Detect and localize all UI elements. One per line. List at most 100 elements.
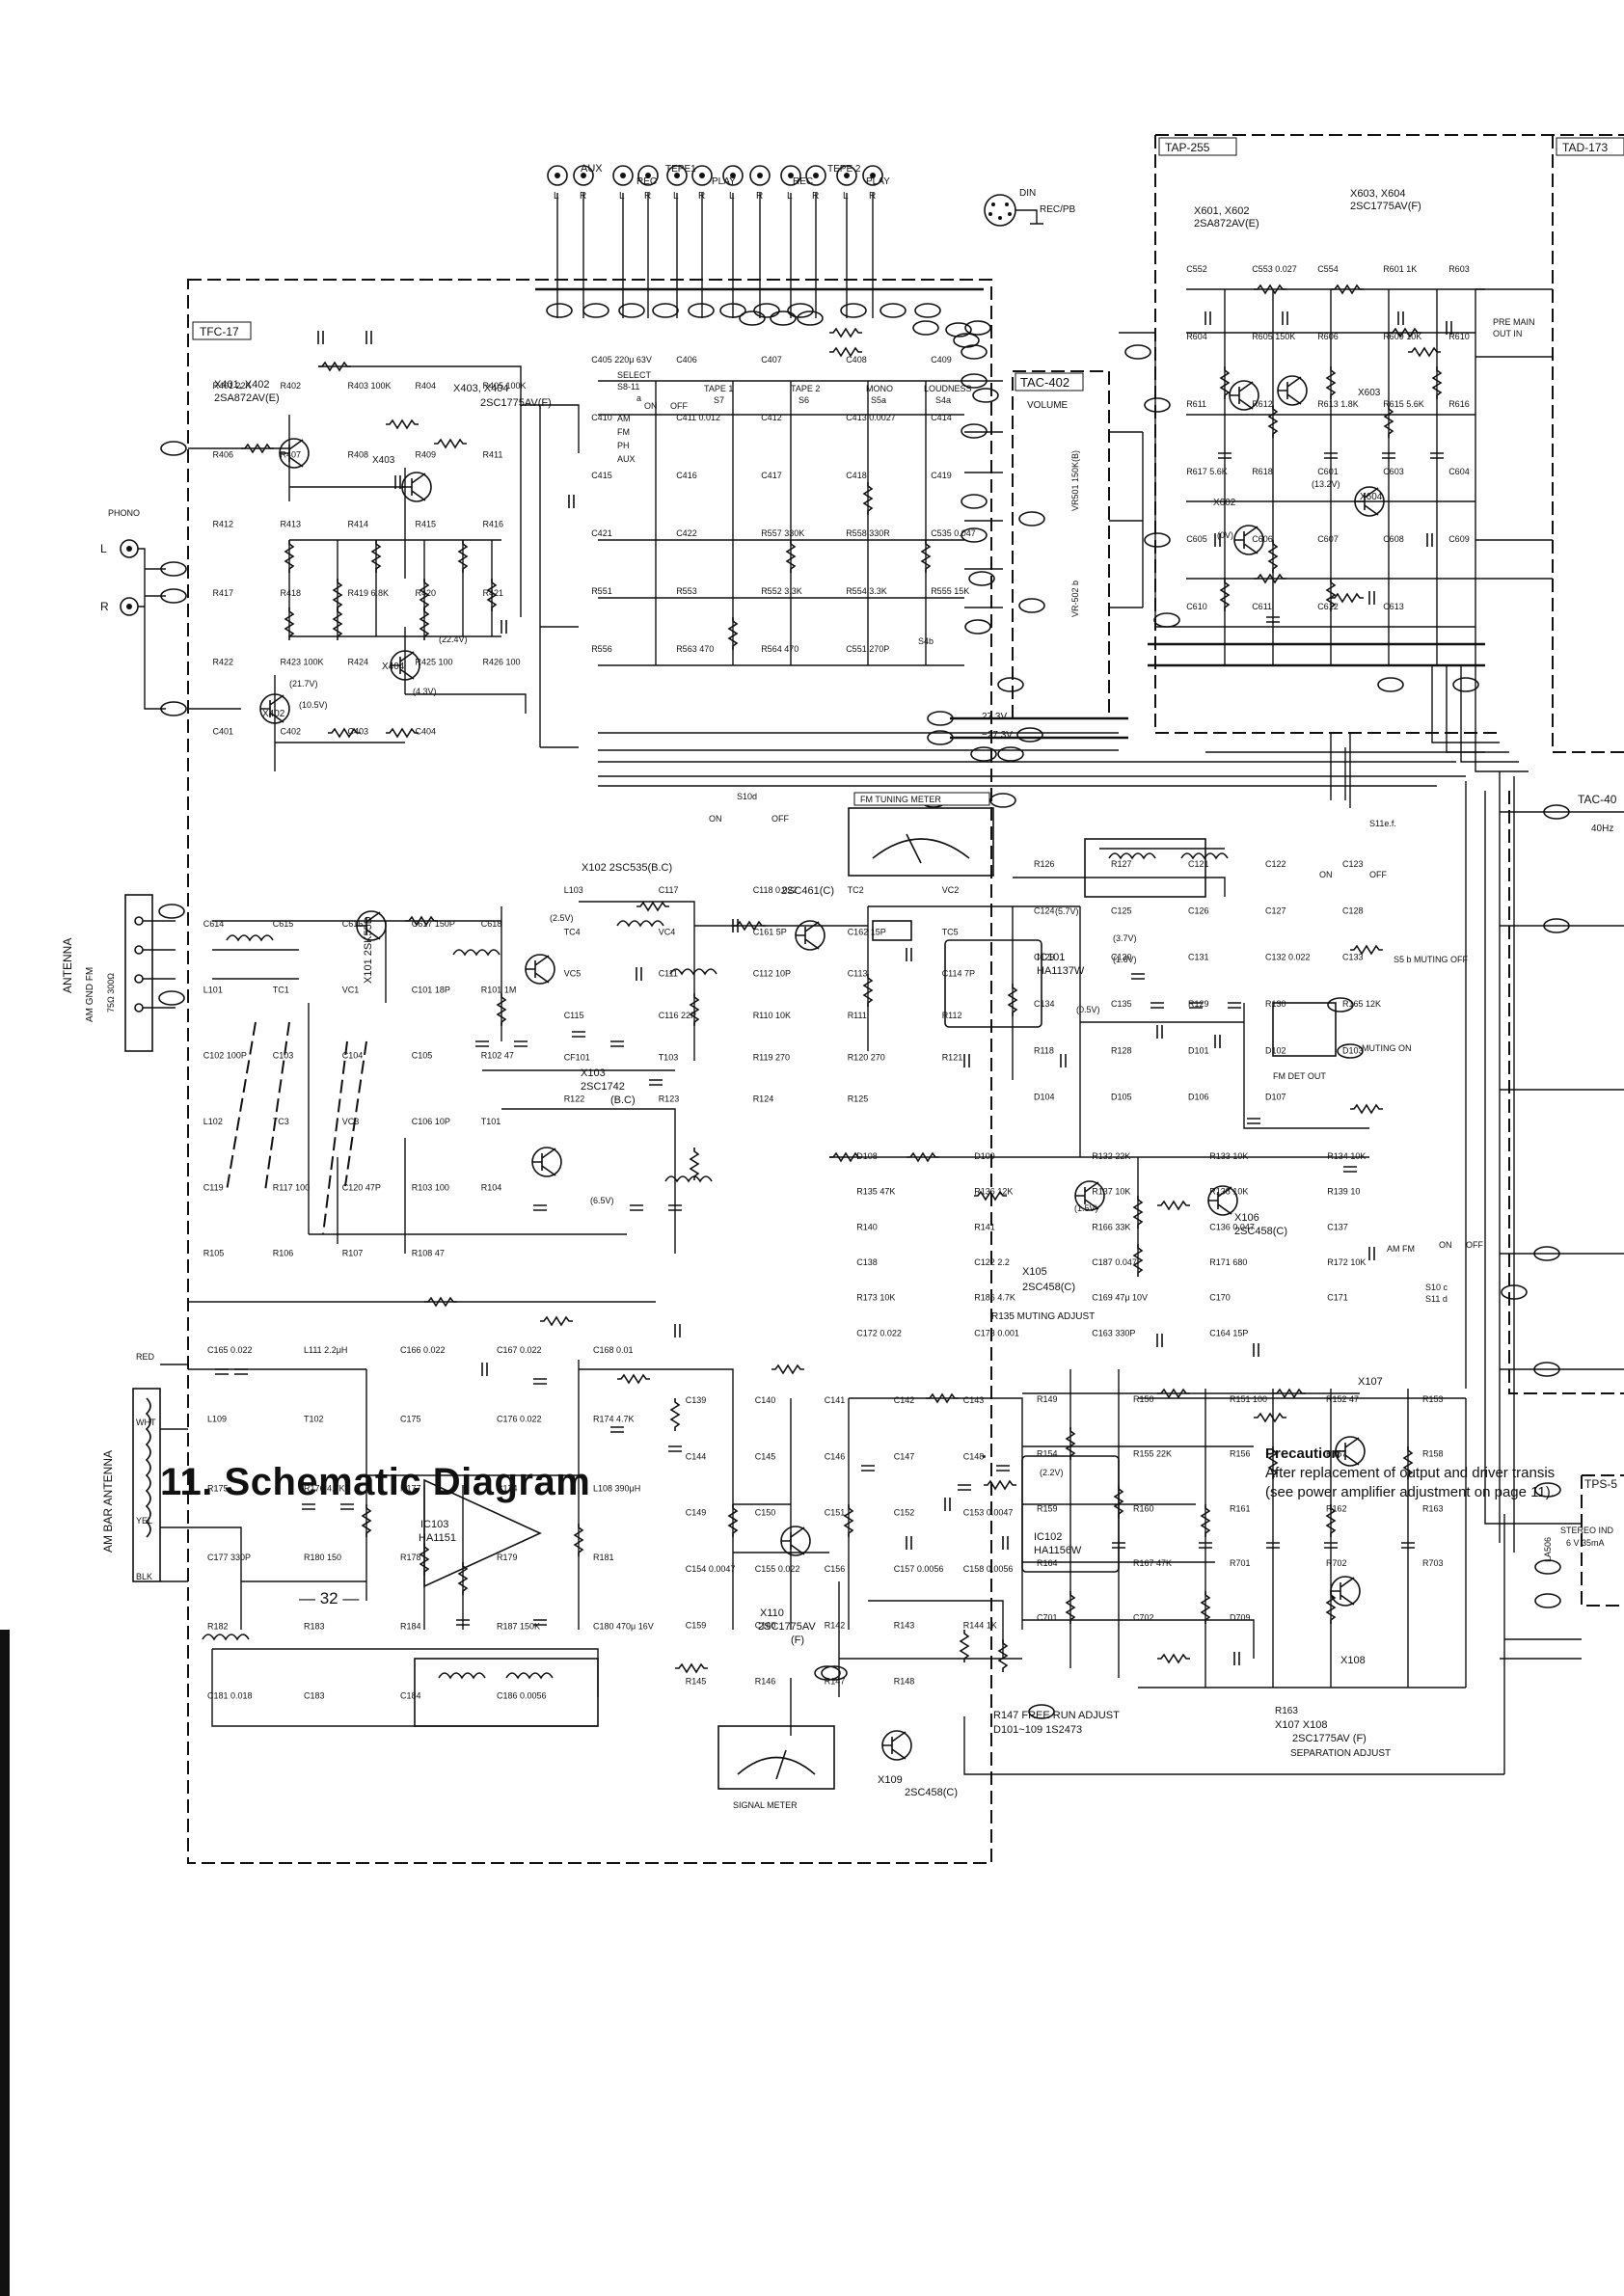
- am-fm-label: AM FM: [1387, 1244, 1415, 1254]
- jack-lr-label: L: [619, 191, 625, 202]
- part-ref-label: C416: [676, 471, 697, 480]
- part-ref-label: C402: [281, 726, 302, 736]
- connector-tag: [1501, 1284, 1528, 1300]
- x404-tag: X404: [382, 662, 405, 672]
- adjustment-labels: R135 MUTING ADJUST R147 FREE RUN ADJUST …: [991, 1311, 1391, 1759]
- part-ref-label: C702: [1133, 1613, 1154, 1623]
- part-ref-label: C414: [931, 413, 952, 422]
- part-ref-label: C103: [273, 1051, 294, 1061]
- part-ref-label: R409: [416, 450, 437, 460]
- part-ref-label: C605: [1186, 534, 1207, 544]
- connector-tag: [652, 303, 679, 318]
- stereo-ind-label: STEREO IND: [1560, 1526, 1614, 1535]
- voltage-tag: (0V): [1217, 530, 1233, 540]
- part-ref-label: C124: [1034, 905, 1055, 915]
- capacitor-symbol: [533, 1619, 547, 1626]
- rca-jack-pin: [674, 173, 680, 178]
- resistor-symbol: [829, 327, 862, 338]
- part-ref-label: R554 3.3K: [846, 586, 887, 596]
- part-ref-label: C119: [203, 1182, 224, 1192]
- capacitor-symbol: [1253, 1343, 1259, 1357]
- part-ref-label: R702: [1326, 1558, 1347, 1568]
- part-ref-label: C415: [591, 471, 612, 480]
- part-ref-label: R108 47: [412, 1249, 445, 1258]
- x403-type: 2SC1775AV(F): [480, 397, 552, 409]
- resistor-symbol: [785, 540, 797, 573]
- connector-tag: [989, 793, 1016, 808]
- capacitor-symbol: [481, 1363, 488, 1376]
- part-ref-label: T101: [481, 1117, 501, 1126]
- part-ref-label: R150: [1133, 1394, 1154, 1404]
- part-ref-label: C418: [846, 471, 867, 480]
- precaution-line1: After replacement of output and driver t…: [1265, 1465, 1556, 1481]
- muting-on-label: MUTING ON: [1362, 1043, 1412, 1053]
- rca-jack-pin: [844, 173, 850, 178]
- part-ref-label: C616: [342, 919, 364, 929]
- part-ref-label: R156: [1230, 1449, 1251, 1459]
- part-ref-label: C127: [1265, 905, 1286, 915]
- part-ref-label: R612: [1252, 399, 1273, 409]
- resistor-symbol: [1157, 1653, 1190, 1664]
- part-ref-label: R101 1M: [481, 985, 517, 994]
- part-ref-label: C181 0.018: [207, 1690, 253, 1700]
- part-ref-label: R175: [207, 1483, 229, 1493]
- resistor-symbol: [843, 1504, 854, 1537]
- connector-tag: [1018, 598, 1045, 613]
- part-ref-label: C177 330P: [207, 1553, 251, 1562]
- connector-tag: [618, 303, 645, 318]
- connector-tag: [719, 303, 746, 318]
- resistor-symbol: [1113, 1485, 1124, 1518]
- resistor-symbol: [1325, 579, 1337, 611]
- part-ref-label: C152: [894, 1508, 915, 1518]
- part-ref-label: C607: [1317, 534, 1339, 544]
- resistor-symbol: [636, 901, 669, 912]
- part-ref-label: R403 100K: [348, 381, 392, 391]
- connector-tag: [1543, 918, 1570, 933]
- resistor-symbol: [1254, 1412, 1286, 1423]
- resistor-symbol: [573, 1524, 584, 1556]
- part-ref-label: C183: [304, 1690, 325, 1700]
- connector-tag: [961, 373, 988, 389]
- capacitor-symbol: [456, 1619, 470, 1626]
- connector-tag: [158, 990, 185, 1006]
- transistor-leads: [532, 1148, 556, 1176]
- rca-jack-pin: [788, 173, 794, 178]
- part-ref-label: R123: [659, 1094, 680, 1104]
- part-ref-label: C165 0.022: [207, 1345, 253, 1355]
- part-ref-label: C406: [676, 355, 697, 365]
- x106-label: X106: [1234, 1212, 1259, 1224]
- s10-on-label: ON: [1439, 1240, 1452, 1250]
- part-ref-label: D103: [1342, 1045, 1364, 1055]
- t102-body: [414, 1658, 599, 1727]
- part-ref-label: R615 5.6K: [1383, 399, 1424, 409]
- capacitor-symbol: [1430, 452, 1444, 459]
- part-ref-label: C153 0.0047: [963, 1508, 1014, 1518]
- part-ref-label: R411: [483, 450, 503, 460]
- voltage-tag: (1.5V): [1074, 1203, 1098, 1213]
- x602-tag: X602: [1213, 498, 1236, 508]
- s4a-label: S4a: [935, 395, 951, 405]
- part-ref-label: C105: [412, 1051, 433, 1061]
- capacitor-symbol: [1189, 1002, 1203, 1009]
- jack-lr-label: L: [787, 191, 793, 202]
- resistor-symbol: [1325, 1591, 1337, 1624]
- part-ref-label: R124: [753, 1094, 774, 1104]
- capacitor-symbol: [674, 1324, 681, 1337]
- part-ref-label: R163: [1422, 1503, 1444, 1513]
- resistor-symbol: [457, 1562, 469, 1595]
- part-ref-label: R413: [281, 519, 302, 528]
- part-ref-label: C157 0.0056: [894, 1564, 944, 1574]
- voltage-tag: (13.2V): [1312, 479, 1340, 489]
- s5a-label: S5a: [871, 395, 886, 405]
- connector-tag: [927, 730, 954, 745]
- s10d-label: S10d: [737, 792, 757, 801]
- capacitor-symbol: [568, 495, 575, 508]
- part-ref-label: D105: [1111, 1093, 1132, 1102]
- x107-108-type: 2SC1775AV (F): [1292, 1733, 1367, 1744]
- ic103-type: HA1151: [419, 1532, 456, 1544]
- part-ref-label: C421: [591, 528, 612, 538]
- part-ref-label: R187 150K: [497, 1622, 540, 1632]
- part-ref-label: C610: [1186, 602, 1207, 611]
- part-ref-label: R102 47: [481, 1051, 514, 1061]
- part-ref-label: R617 5.6K: [1186, 467, 1228, 476]
